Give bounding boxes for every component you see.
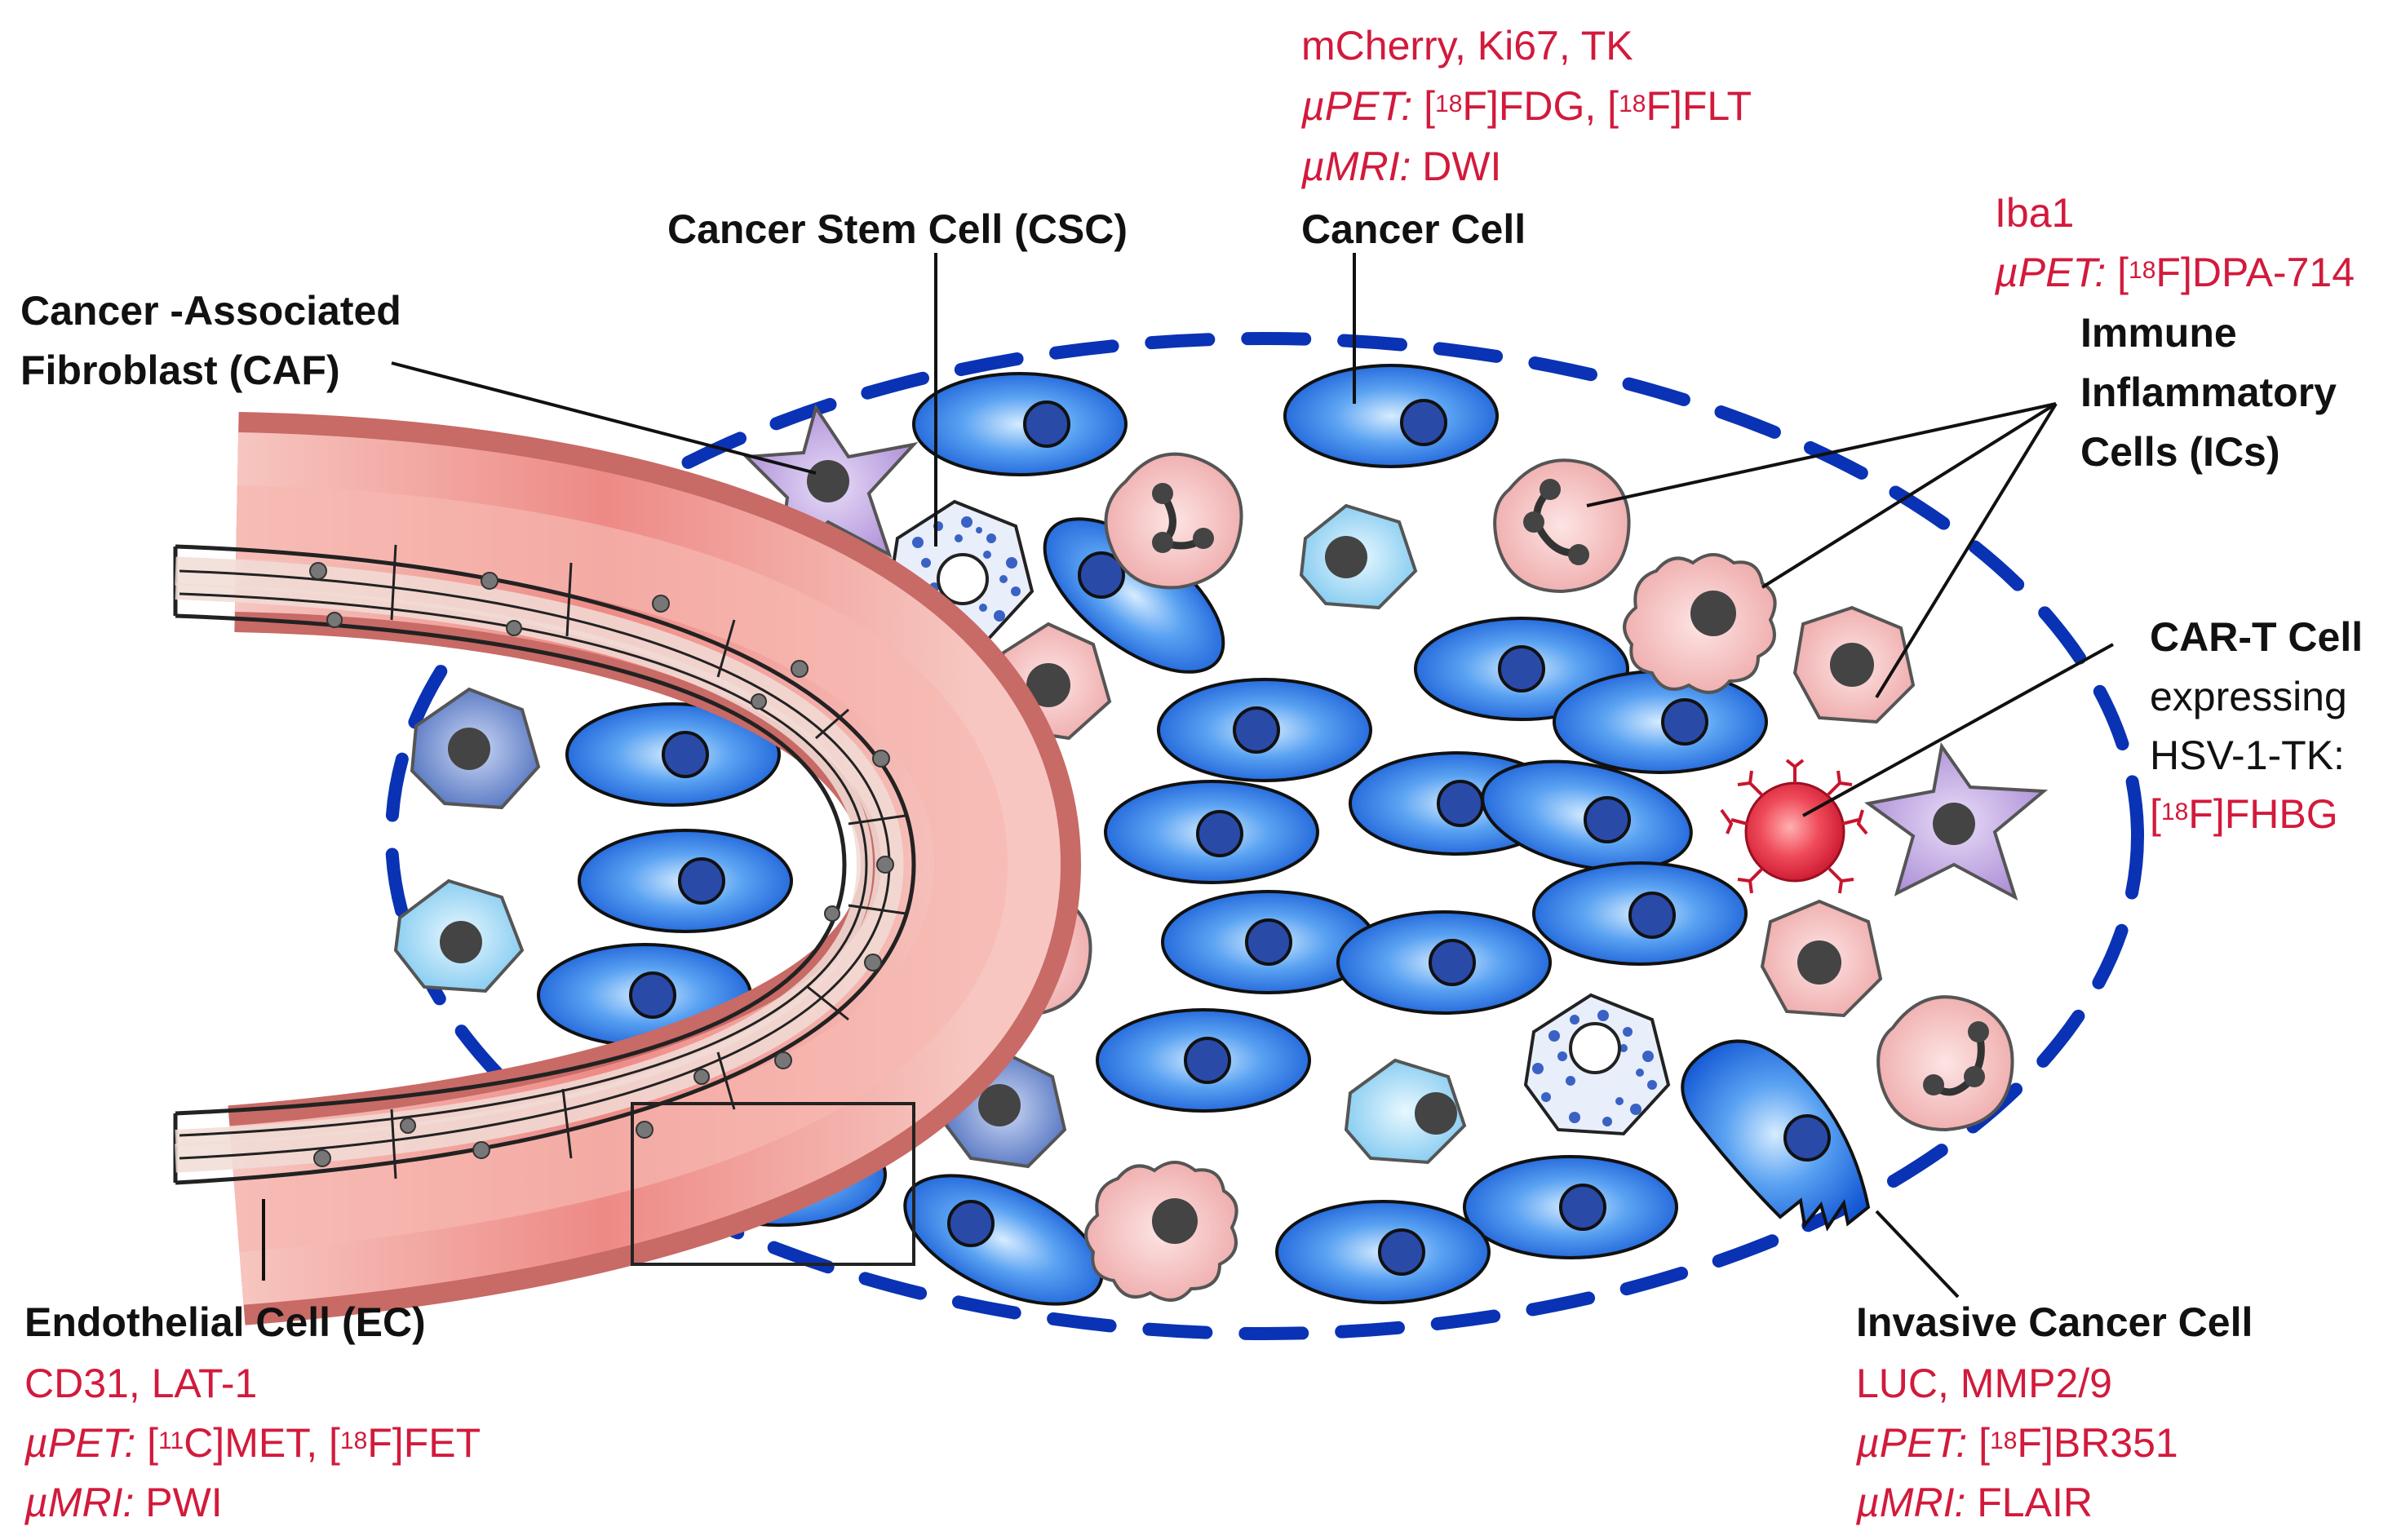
cart-tracer: [18F]FHBG — [2150, 791, 2338, 837]
invasive-leader — [1875, 1210, 1960, 1299]
cancer-cell — [578, 829, 793, 933]
immune-pet: µPET: [18F]DPA-714 — [1995, 250, 2355, 295]
hex-cell — [393, 878, 525, 993]
cancer-cell — [1104, 780, 1319, 884]
hex-cell — [1792, 605, 1916, 724]
endothelial-mri: µMRI: PWI — [24, 1480, 223, 1525]
invasive-pet: µPET: [18F]BR351 — [1856, 1420, 2178, 1466]
cancer-cell-mri: µMRI: DWI — [1301, 144, 1502, 189]
immune-leader-1 — [1586, 402, 2057, 507]
light-hex-cells — [393, 503, 1467, 1165]
caf-title-line1: Cancer -Associated — [20, 288, 401, 334]
invasive-title: Invasive Cancer Cell — [1856, 1299, 2253, 1345]
immune-title-line2: Inflammatory — [2080, 370, 2337, 415]
cart-cell — [1720, 759, 1868, 894]
immune-cell — [1104, 452, 1243, 590]
hex-cell — [1344, 1058, 1467, 1165]
caf-cell — [1864, 741, 2049, 901]
cancer-cell — [1096, 1008, 1311, 1113]
hex-cell — [410, 687, 541, 810]
immune-cell — [1623, 553, 1777, 694]
cart-line3: HSV-1-TK: — [2150, 732, 2345, 778]
cancer-cell — [1157, 678, 1372, 782]
cart-leader — [1802, 643, 2114, 817]
cancer-cell — [1553, 670, 1768, 774]
immune-leader-3 — [1875, 402, 2058, 699]
caf-leader — [391, 361, 817, 475]
cancer-cell — [912, 372, 1128, 476]
cancer-cell-title: Cancer Cell — [1301, 206, 1526, 252]
cancer-cell — [1283, 364, 1499, 468]
cancer-cell-markers: mCherry, Ki67, TK — [1301, 23, 1633, 69]
cancer-cell — [1161, 890, 1376, 994]
tumor-boundary — [385, 332, 2144, 1340]
caf-title-line2: Fibroblast (CAF) — [20, 347, 340, 393]
leader-lines — [262, 253, 2114, 1299]
cancer-cell — [1532, 861, 1748, 966]
inset-box — [631, 1102, 915, 1266]
immune-cell — [1876, 995, 2014, 1132]
cancer-cell — [903, 1174, 1104, 1306]
cancer-cell — [565, 702, 781, 807]
immune-leader-2 — [1761, 402, 2058, 589]
cancer-cell-pet: µPET: [18F]FDG, [18F]FLT — [1301, 83, 1752, 129]
immune-cell — [1493, 458, 1631, 594]
cancer-cell — [1336, 910, 1552, 1015]
hex-cell — [1299, 503, 1418, 610]
endothelial-title: Endothelial Cell (EC) — [24, 1299, 426, 1345]
cancer-cell — [1463, 1155, 1678, 1259]
endothelial-pet: µPET: [11C]MET, [18F]FET — [24, 1420, 481, 1466]
pink-hex-cells — [989, 605, 1916, 1018]
csc-cell — [1523, 993, 1671, 1136]
invasive-mri: µMRI: FLAIR — [1856, 1480, 2093, 1525]
cancer-cell — [1481, 759, 1693, 872]
cart-line2: expressing — [2150, 674, 2347, 719]
immune-title-line1: Immune — [2080, 310, 2237, 356]
cancer-cell — [1275, 1200, 1491, 1304]
invasive-markers: LUC, MMP2/9 — [1856, 1361, 2112, 1406]
endothelial-markers: CD31, LAT-1 — [24, 1361, 258, 1406]
immune-markers: Iba1 — [1995, 190, 2075, 236]
immune-title-line3: Cells (ICs) — [2080, 429, 2280, 475]
cancer-cells — [537, 364, 1768, 1306]
invasive-cancer-cell — [1681, 1039, 1871, 1232]
immune-cell — [1084, 1161, 1238, 1302]
csc-title: Cancer Stem Cell (CSC) — [667, 206, 1128, 252]
hex-cell — [1760, 899, 1883, 1018]
blood-vessel — [173, 412, 1082, 1325]
cart-title: CAR-T Cell — [2150, 614, 2364, 660]
